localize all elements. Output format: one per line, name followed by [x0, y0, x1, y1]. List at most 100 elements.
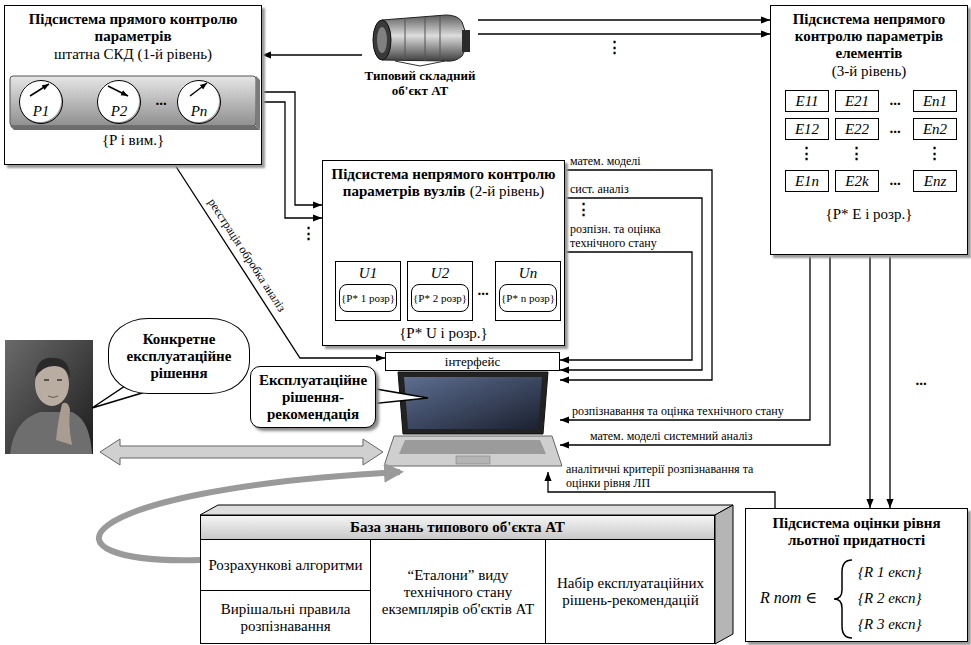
operator-photo: [10, 412, 92, 454]
node-text: Підсистема оцінки рівня льотної придатно…: [752, 515, 961, 549]
edge-label: сист. аналіз: [570, 182, 695, 196]
node-text: P1: [20, 103, 62, 120]
edge-label: розпізн. та оцінка технічного стану: [570, 222, 688, 250]
subsystem-box: Підсистема прямого контролю параметрівшт…: [4, 5, 262, 165]
node-text: {P* E i розр.}: [771, 206, 967, 223]
operator-photo: [5, 340, 93, 454]
gauge-panel: [19, 80, 61, 122]
table-cell: Набір експлуатаційних рішень-рекомендаці…: [546, 540, 715, 644]
ellipsis-mark: ...: [472, 282, 494, 298]
interface-terminal: інтерфейс: [385, 352, 560, 472]
laptop-illustration: [384, 436, 562, 466]
element-box: En2: [913, 118, 957, 140]
node-text: Pn: [178, 103, 220, 120]
engine-illustration: [462, 30, 470, 52]
ellipsis-mark: ...: [150, 92, 172, 108]
vertical-ellipsis: ⋮: [912, 145, 956, 161]
gauge-panel: [30, 84, 49, 96]
engine-illustration: [373, 20, 391, 60]
node-text: Експлуатаційне рішення-рекомендація: [255, 372, 371, 423]
node-text: Підсистема прямого контролю параметрів: [11, 11, 255, 45]
object-picture: Типовий складний об'єкт АТ: [362, 4, 478, 100]
node-text: U1: [336, 262, 400, 284]
gauge-panel: [10, 76, 260, 130]
element-box: E21: [835, 90, 879, 112]
node-text: U2: [408, 262, 472, 284]
node-text: E1n: [786, 171, 828, 191]
connector: [478, 33, 770, 34]
connector: [889, 255, 890, 508]
element-box: En1: [913, 90, 957, 112]
connector: [478, 19, 770, 20]
engine-illustration: [377, 27, 387, 53]
connector: [560, 252, 692, 360]
speech-bubble: Конкретне експлуатаційне рішення: [108, 318, 250, 394]
connector: [560, 255, 830, 445]
node-text: Un: [496, 262, 560, 284]
knowledge-base-3d: [200, 505, 733, 644]
edge-label: розпізнавання та оцінка технічного стану: [572, 404, 802, 418]
gauge-panel: [97, 80, 139, 122]
node-text: (3-й рівень): [771, 63, 967, 80]
node-text: E21: [836, 91, 878, 111]
ellipsis-mark: ...: [879, 120, 911, 136]
node-text: Enz: [914, 171, 956, 191]
node-text: штатна СКД (1-й рівень): [5, 46, 261, 63]
node-text: Типовий складний об'єкт АТ: [362, 68, 478, 98]
node-text: R пот ∈: [760, 589, 817, 607]
operator-photo: [56, 403, 72, 445]
element-box: E22: [835, 118, 879, 140]
node-text: E2k: [836, 171, 878, 191]
gauge-panel: [177, 80, 219, 122]
node-text: Розрахункові алгоритми: [208, 557, 362, 574]
callout-box: Експлуатаційне рішення-рекомендація: [250, 366, 376, 428]
engine-illustration: [395, 61, 445, 66]
node-text: P2: [98, 103, 140, 120]
node-text: {P* 2 розр}: [411, 284, 469, 312]
unit-box: Un{P* n розр}: [495, 261, 561, 321]
laptop-illustration: [404, 377, 542, 429]
element-box: E2k: [835, 170, 879, 192]
edge-label: матем. моделі: [570, 154, 702, 168]
edge-label: аналітичні критерії розпізнавання та оці…: [566, 462, 770, 490]
vertical-ellipsis: ⋮: [574, 201, 592, 217]
gauge-panel: [10, 126, 260, 130]
node-text: En2: [914, 119, 956, 139]
knowledge-base-3d: [200, 505, 733, 515]
node-text: (2-й рівень): [470, 183, 544, 199]
gauge-dial: Pn: [177, 80, 221, 124]
knowledge-base: База знань типового об'єкта АТРозрахунко…: [200, 515, 715, 644]
engine-illustration: [382, 15, 466, 61]
node-text: {R 2 експ}: [858, 589, 921, 607]
node-text: “Еталони” виду технічного стану екземпля…: [377, 567, 539, 618]
element-box: E12: [785, 118, 829, 140]
connector: [560, 198, 702, 370]
ellipsis-mark: ...: [879, 172, 911, 188]
element-box: E1n: [785, 170, 829, 192]
node-text: {R 1 експ}: [858, 563, 921, 581]
node-text: {P* n розр}: [499, 284, 557, 312]
element-box: E11: [785, 90, 829, 112]
node-text: En1: [914, 91, 956, 111]
gauge-dial: P2: [97, 80, 141, 124]
node-text: {R 3 експ}: [858, 615, 921, 633]
connector: [560, 170, 712, 380]
node-text: Вирішальні правила розпізнавання: [207, 601, 364, 635]
laptop-illustration: [384, 372, 562, 466]
node-text: {P i вим.}: [5, 132, 261, 149]
operator-photo: [44, 379, 62, 381]
gauge-panel: [256, 76, 260, 130]
engine-illustration: [373, 15, 470, 66]
exchange-double-arrow: [100, 439, 383, 465]
vertical-ellipsis: ⋮: [834, 145, 878, 161]
vertical-ellipsis: ⋮: [784, 145, 828, 161]
heading-line: Підсистема непрямого контролю параметрів…: [329, 166, 558, 200]
knowledge-base-3d: [715, 505, 733, 644]
connector: [869, 255, 870, 508]
subsystem-box: Підсистема непрямого контролю параметрів…: [770, 5, 968, 255]
node-text: Набір експлуатаційних рішень-рекомендаці…: [552, 575, 709, 609]
subsystem-box: Підсистема оцінки рівня льотної придатно…: [745, 508, 968, 642]
table-cell: Розрахункові алгоритми: [201, 540, 371, 590]
node-text: E22: [836, 119, 878, 139]
